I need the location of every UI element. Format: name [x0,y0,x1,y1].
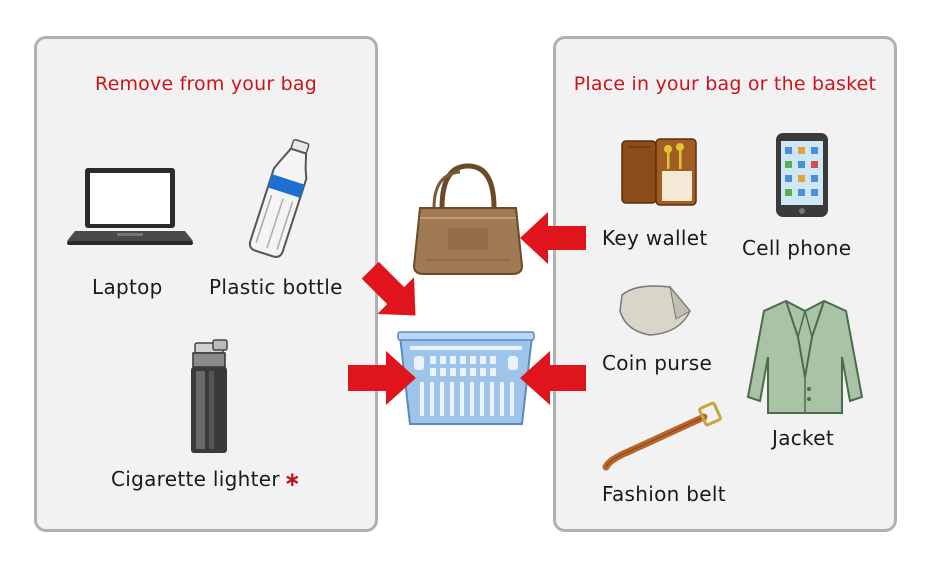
jacket-icon [746,299,864,414]
key-wallet-label: Key wallet [602,226,708,250]
jacket-label: Jacket [772,426,834,450]
arrow-left-to-basket [348,351,416,405]
basket-icon [397,331,535,425]
cigarette-lighter-label: Cigarette lighter∗ [111,467,301,491]
cell-phone-label: Cell phone [742,236,852,260]
cell-phone-icon [776,133,828,217]
right-panel-title: Place in your bag or the basket [573,73,877,95]
plastic-bottle-icon [248,138,310,258]
key-wallet-icon [621,138,697,206]
asterisk-marker: ∗ [283,467,301,491]
left-panel-title: Remove from your bag [95,73,317,95]
belt-icon [602,401,722,471]
fashion-belt-label: Fashion belt [602,482,726,506]
arrow-bottle-to-basket [361,261,416,316]
coin-purse-label: Coin purse [602,351,713,375]
coin-purse-icon [619,285,691,336]
arrow-to-handbag [520,212,586,264]
lighter-icon [191,339,228,453]
handbag-icon [412,163,524,275]
laptop-icon [67,168,193,245]
plastic-bottle-label: Plastic bottle [209,275,343,299]
arrow-right-to-basket [520,351,586,405]
place-in-bag-panel: Place in your bag or the basket Key wall… [553,36,897,532]
remove-from-bag-panel: Remove from your bag Laptop Plastic bott… [34,36,378,532]
laptop-label: Laptop [92,275,163,299]
